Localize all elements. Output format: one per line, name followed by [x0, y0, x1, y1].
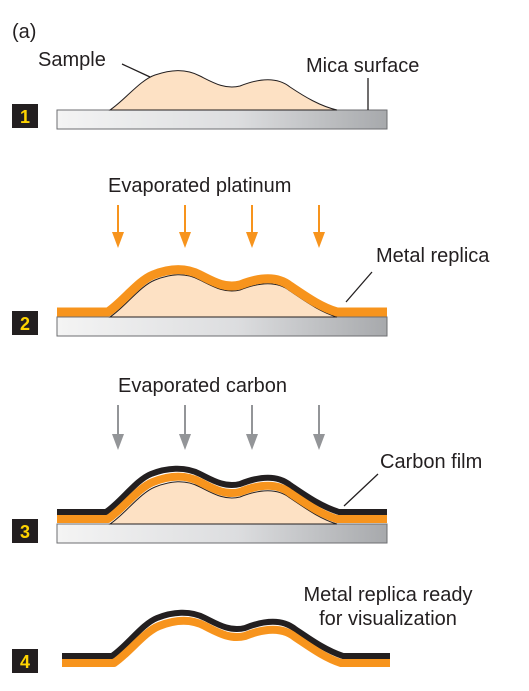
metal-replica-4	[62, 616, 390, 667]
sample-leader-line	[121, 63, 151, 78]
step-4-badge	[12, 649, 38, 673]
sample-label: Sample	[38, 49, 106, 71]
step-2-badge	[12, 311, 38, 335]
step-3-badge	[12, 519, 38, 543]
step-4-number: 4	[20, 652, 30, 672]
metal-replica-label: Metal replica	[376, 245, 490, 267]
step-2-number: 2	[20, 314, 30, 334]
ready-label-line-1: Metal replica ready	[304, 584, 473, 606]
mica-surface-1	[56, 109, 388, 130]
step-3: Evaporated carbon Carbon film 3	[12, 375, 482, 544]
mica-surface-2	[56, 316, 388, 337]
ready-label-line-2: for visualization	[319, 608, 457, 630]
carbon-film-label: Carbon film	[380, 451, 482, 473]
metal-replica-leader-line	[345, 271, 373, 303]
metal-replica-2	[57, 265, 387, 317]
step-4: Metal replica ready for visualization 4	[12, 584, 472, 673]
carbon-arrows	[112, 405, 325, 450]
platinum-arrows	[112, 205, 325, 248]
mica-surface-label: Mica surface	[306, 55, 419, 77]
sample-3	[108, 481, 338, 525]
carbon-film-3	[57, 465, 387, 515]
step-1-number: 1	[20, 107, 30, 127]
metal-replica-3	[57, 472, 387, 523]
evaporated-carbon-label: Evaporated carbon	[118, 375, 287, 397]
carbon-film-leader-line	[343, 473, 379, 507]
step-1: Sample Mica surface 1	[12, 49, 419, 130]
carbon-film-4	[62, 609, 390, 659]
panel-label: (a)	[12, 21, 36, 43]
step-3-number: 3	[20, 522, 30, 542]
sample-1	[108, 70, 338, 111]
evaporated-platinum-label: Evaporated platinum	[108, 175, 291, 197]
mica-surface-3	[56, 523, 388, 544]
step-2: Evaporated platinum Metal replica 2	[12, 175, 490, 337]
step-1-badge	[12, 104, 38, 128]
